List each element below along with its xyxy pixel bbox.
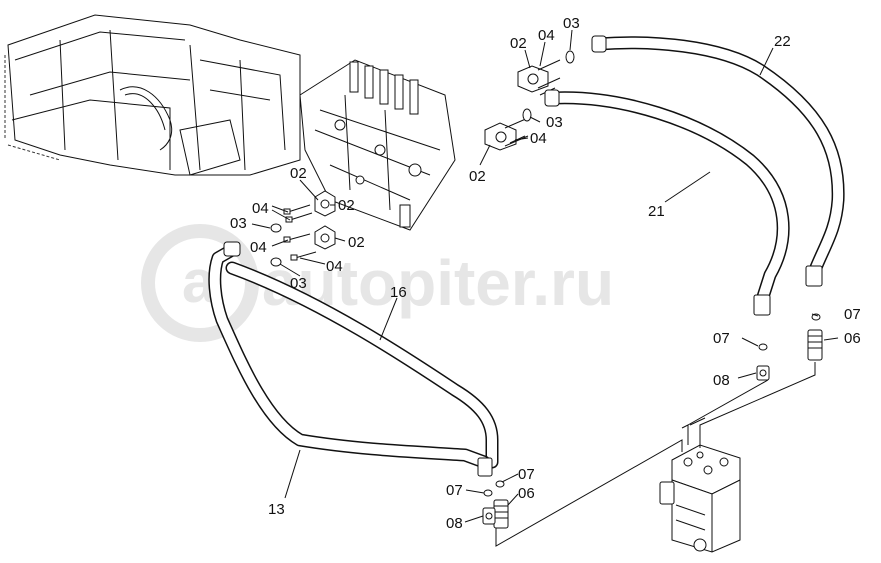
label-02-a: 02 <box>510 35 527 52</box>
label-04-c: 04 <box>252 200 269 217</box>
label-04-d: 04 <box>250 239 267 256</box>
label-21: 21 <box>648 203 665 220</box>
label-03-a: 03 <box>563 15 580 32</box>
label-06-a: 06 <box>844 330 861 347</box>
label-03-d: 03 <box>290 275 307 292</box>
fittings-right <box>756 313 823 381</box>
swivel-joint <box>659 444 741 553</box>
flange-02-top <box>517 59 561 93</box>
machine-body <box>4 14 301 176</box>
label-04-e: 04 <box>326 258 343 275</box>
label-04-a: 04 <box>538 27 555 44</box>
label-08-a: 08 <box>713 372 730 389</box>
fittings-bottom <box>482 480 509 529</box>
flange-02-left-lower <box>314 225 336 250</box>
hose-13 <box>208 241 493 477</box>
hose-16 <box>225 261 499 469</box>
control-valve <box>299 59 456 231</box>
label-02-d: 02 <box>338 197 355 214</box>
label-02-e: 02 <box>348 234 365 251</box>
flange-02-left-upper <box>314 190 336 217</box>
label-07-c: 07 <box>518 466 535 483</box>
flange-02-mid <box>484 117 529 151</box>
label-03-c: 03 <box>230 215 247 232</box>
label-07-b: 07 <box>713 330 730 347</box>
label-02-c: 02 <box>290 165 307 182</box>
o-rings-03 <box>270 50 575 267</box>
label-06-b: 06 <box>518 485 535 502</box>
hose-21 <box>544 89 790 316</box>
label-02-b: 02 <box>469 168 486 185</box>
label-07-d: 07 <box>446 482 463 499</box>
label-03-b: 03 <box>546 114 563 131</box>
label-04-b: 04 <box>530 130 547 147</box>
leader-lines <box>251 29 839 523</box>
label-16: 16 <box>390 284 407 301</box>
hose-22 <box>591 35 845 287</box>
label-13: 13 <box>268 501 285 518</box>
label-08-b: 08 <box>446 515 463 532</box>
part-labels: 02 04 03 22 03 04 02 21 02 04 02 03 04 0… <box>230 15 861 532</box>
label-07-a: 07 <box>844 306 861 323</box>
label-22: 22 <box>774 33 791 50</box>
connection-lines <box>495 362 816 547</box>
